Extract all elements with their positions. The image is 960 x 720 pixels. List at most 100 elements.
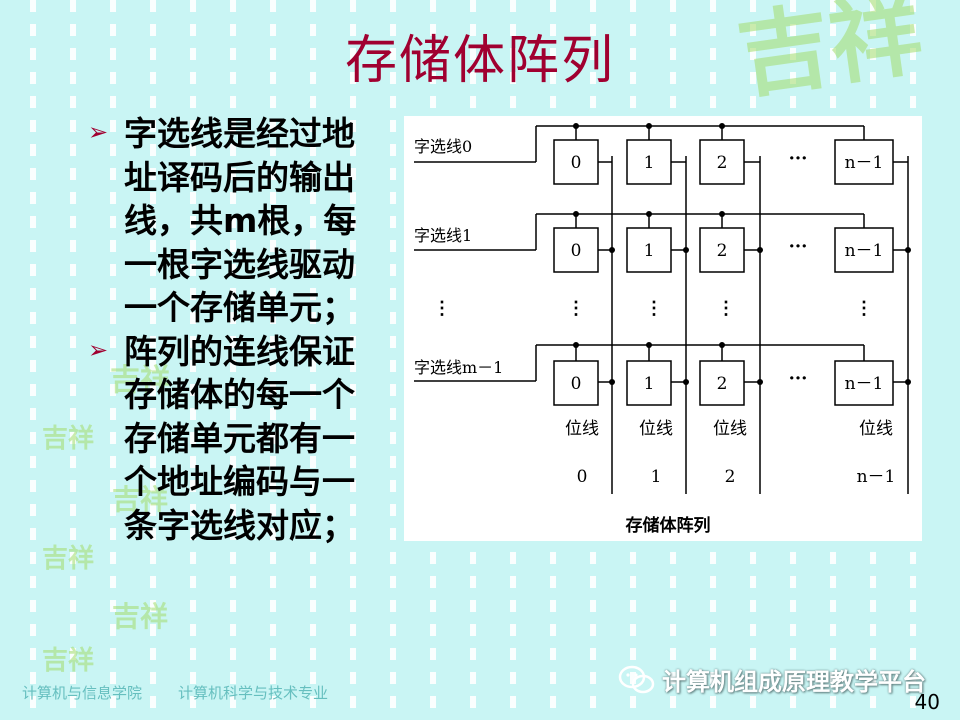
- junction-dot: [573, 211, 579, 217]
- slide-title: 存储体阵列: [344, 31, 615, 91]
- calligraphy-stamp: 吉祥: [42, 424, 95, 454]
- cell-label: 0: [571, 153, 582, 173]
- diagram-caption: 存储体阵列: [626, 515, 711, 536]
- junction-dot: [905, 247, 911, 253]
- dashed-guide: [390, 0, 396, 720]
- junction-dot: [757, 379, 763, 385]
- bit-line-index: 1: [651, 467, 662, 487]
- wechat-icon: [618, 665, 655, 693]
- dashed-guide: [230, 0, 236, 720]
- cell-label: 1: [644, 374, 655, 394]
- junction-dot: [646, 123, 652, 129]
- cell-label: 0: [571, 241, 582, 261]
- wechat-watermark: 计算机组成原理教学平台: [618, 662, 926, 697]
- junction-dot: [719, 123, 725, 129]
- cell-label: 2: [717, 153, 728, 173]
- memory-cell: [553, 139, 599, 185]
- memory-cell: [626, 227, 672, 273]
- bit-line-label: 位线: [713, 419, 747, 439]
- dashed-guide: [150, 0, 156, 720]
- memory-cell: [834, 139, 894, 185]
- calligraphy-stamp: 吉祥: [110, 363, 170, 398]
- word-line-labels: 字选线0 字选线1 字选线m－1: [414, 137, 503, 377]
- bullet-text: 字选线是经过地址译码后的输出线，共m根，每一根字选线驱动一个存储单元；: [124, 114, 357, 327]
- word-line-label: 字选线m－1: [414, 358, 503, 377]
- wires: [414, 125, 909, 494]
- bit-line-label: 位线: [639, 419, 673, 439]
- calligraphy-stamp: 吉祥: [42, 646, 95, 676]
- cell-label: n－1: [845, 241, 884, 261]
- junction-dot: [646, 211, 652, 217]
- junction-dot: [609, 247, 615, 253]
- chevron-right-icon: ➢: [88, 335, 109, 364]
- cell-label: 1: [644, 153, 655, 173]
- junction-dot: [905, 379, 911, 385]
- dashed-guide: [70, 0, 76, 720]
- memory-cell: [699, 360, 745, 406]
- calligraphy-stamp: 吉祥: [112, 600, 169, 633]
- wechat-account-name: 计算机组成原理教学平台: [662, 668, 926, 696]
- dashed-guide: [190, 0, 196, 720]
- memory-cell: [626, 139, 672, 185]
- ellipsis: ⋮: [433, 298, 451, 319]
- ellipsis: ⋮: [717, 298, 735, 319]
- word-line-label: 字选线1: [414, 226, 472, 245]
- memory-cell: [834, 360, 894, 406]
- page-number: 40: [914, 690, 940, 714]
- junction-dot: [646, 342, 652, 348]
- bit-line-index: 0: [577, 467, 588, 487]
- ellipsis: ⋮: [567, 298, 585, 319]
- dashed-guide: [310, 0, 316, 720]
- dashed-guide: [270, 0, 276, 720]
- junction-dot: [683, 247, 689, 253]
- junction-dot: [573, 342, 579, 348]
- junction-dot: [719, 342, 725, 348]
- memory-cell: [699, 139, 745, 185]
- bullet-item: ➢ 字选线是经过地址译码后的输出线，共m根，每一根字选线驱动一个存储单元；: [88, 112, 378, 330]
- memory-cell: [553, 360, 599, 406]
- memory-array-svg: 0 1 2 n－1 0 1 2 n－1 0 1 2 n－1 字选线0 字选线1 …: [414, 123, 911, 536]
- bullet-text: 阵列的连线保证存储体的每一个存储单元都有一个地址编码与一条字选线对应；: [124, 331, 355, 545]
- ellipses: ··· ··· ··· ⋮ ⋮ ⋮ ⋮ ⋮: [433, 148, 873, 389]
- word-line-label: 字选线0: [414, 137, 472, 156]
- ellipsis: ⋮: [855, 298, 873, 319]
- cell-labels: 0 1 2 n－1 0 1 2 n－1 0 1 2 n－1: [571, 153, 884, 394]
- cell-label: n－1: [845, 153, 884, 173]
- junction-dots: [573, 123, 911, 385]
- bit-line-index: n－1: [857, 467, 896, 487]
- bit-line-label: 位线: [859, 419, 893, 439]
- ellipsis: ···: [789, 148, 808, 169]
- ellipsis: ···: [789, 236, 808, 257]
- chevron-right-icon: ➢: [88, 118, 109, 146]
- junction-dot: [573, 123, 579, 129]
- bit-line-labels: 位线 0 位线 1 位线 2 位线 n－1: [565, 419, 895, 487]
- memory-cells: [553, 139, 894, 406]
- junction-dot: [719, 211, 725, 217]
- dashed-guide: [110, 0, 116, 720]
- ellipsis: ···: [789, 368, 808, 389]
- memory-cell: [699, 227, 745, 273]
- memory-cell: [626, 360, 672, 406]
- junction-dot: [757, 247, 763, 253]
- dashed-guide: [350, 0, 356, 720]
- cell-label: 2: [717, 374, 728, 394]
- memory-array-diagram: 0 1 2 n－1 0 1 2 n－1 0 1 2 n－1 字选线0 字选线1 …: [404, 116, 922, 541]
- memory-cell: [553, 227, 599, 273]
- calligraphy-stamp: 吉祥: [42, 544, 95, 574]
- dashed-guide: [30, 0, 36, 720]
- footer-major: 计算机科学与技术专业: [178, 684, 329, 702]
- bit-line-label: 位线: [565, 419, 599, 439]
- footer-school: 计算机与信息学院: [22, 684, 143, 702]
- calligraphy-stamp: 吉祥: [112, 483, 169, 516]
- cell-label: n－1: [845, 374, 884, 394]
- junction-dot: [683, 379, 689, 385]
- cell-label: 1: [644, 241, 655, 261]
- bullet-list: ➢ 字选线是经过地址译码后的输出线，共m根，每一根字选线驱动一个存储单元； ➢ …: [88, 112, 378, 547]
- bit-line-index: 2: [725, 467, 736, 487]
- cell-label: 2: [717, 241, 728, 261]
- cell-label: 0: [571, 374, 582, 394]
- ellipsis: ⋮: [645, 298, 663, 319]
- bullet-item: ➢ 阵列的连线保证存储体的每一个存储单元都有一个地址编码与一条字选线对应；: [88, 330, 378, 548]
- memory-cell: [834, 227, 894, 273]
- junction-dot: [609, 379, 615, 385]
